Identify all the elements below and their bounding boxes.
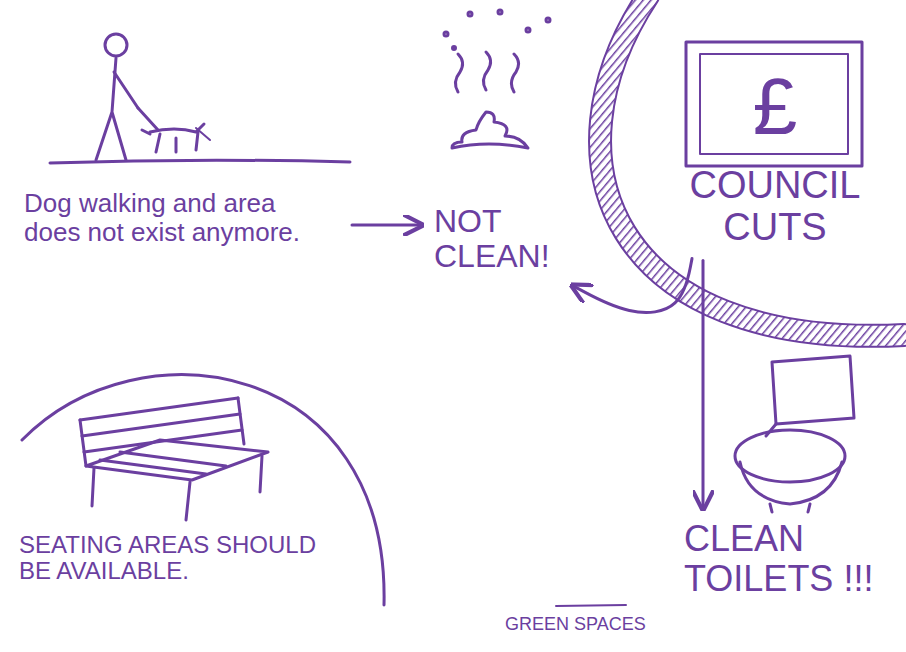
handwritten-note: COUNCIL CUTS [682,165,868,249]
flow-arrow [702,261,705,507]
hatched-arc [600,0,904,336]
council-cuts-region: £COUNCIL CUTS [678,45,872,253]
handwritten-note: NOT CLEAN! [434,204,578,274]
note-text: Dog walking and area does not exist anym… [20,185,342,250]
handwritten-note: CLEAN TOILETS !!! [684,519,894,598]
note-text: CLEAN TOILETS !!! [680,515,898,602]
dog-mess-icon [444,10,550,148]
note-text: SEATING AREAS SHOULD BE AVAILABLE. [15,528,353,589]
footer-label: GREEN SPACES [505,614,646,635]
dog-walker-figure [50,34,350,163]
bench-icon [80,398,268,520]
handwritten-note: Dog walking and area does not exist anym… [24,189,338,246]
money-sign: £ [682,49,868,165]
handwritten-note: SEATING AREAS SHOULD BE AVAILABLE. [19,532,349,585]
note-text: NOT CLEAN! [430,200,582,278]
hatched-arc-fill [600,0,904,336]
toilet-icon [735,356,854,512]
flow-arrow [574,259,692,313]
footer-rule [556,605,626,606]
flow-arrow [352,224,420,227]
